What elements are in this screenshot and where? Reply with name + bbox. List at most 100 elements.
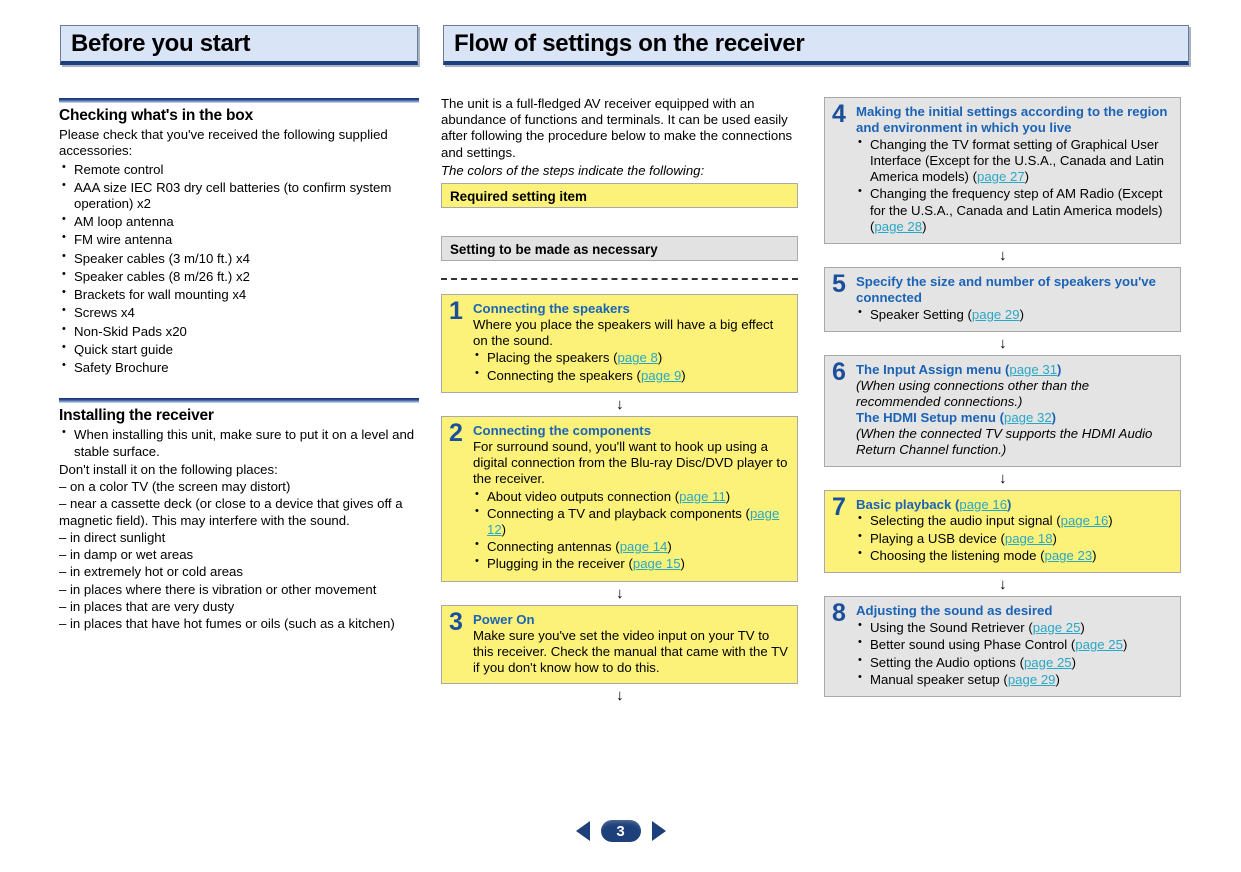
step-note-hdmi-setup: (When the connected TV supports the HDMI…	[856, 426, 1153, 458]
flow-arrow-down-icon: ↓	[998, 247, 1007, 265]
list-item: Remote control	[59, 161, 419, 178]
step-link-list: Selecting the audio input signal (page 1…	[856, 512, 1172, 564]
list-item: Speaker cables (3 m/10 ft.) x4	[59, 250, 419, 267]
list-item-tail: )	[725, 488, 731, 504]
list-item: Selecting the audio input signal (page 1…	[856, 512, 1172, 529]
list-item: AAA size IEC R03 dry cell batteries (to …	[59, 179, 419, 212]
step-number: 6	[832, 358, 846, 387]
list-item: Speaker Setting (page 29)	[856, 306, 1172, 323]
step-number: 7	[832, 492, 846, 521]
page-number-badge: 3	[600, 820, 641, 842]
step-body: Make sure you've set the video input on …	[473, 627, 788, 675]
left-column: Checking what's in the box Please check …	[59, 98, 419, 633]
step-3-power-on: 3 Power On Make sure you've set the vide…	[441, 604, 798, 685]
list-item-tail: )	[501, 521, 507, 537]
step-number: 8	[832, 599, 846, 628]
list-item-tail: )	[1122, 637, 1128, 653]
list-item: Changing the TV format setting of Graphi…	[856, 136, 1172, 186]
list-item-text: Plugging in the receiver (	[487, 556, 633, 572]
step-heading: Connecting the speakers	[473, 301, 630, 317]
list-item: Better sound using Phase Control (page 2…	[856, 636, 1172, 653]
page-link[interactable]: page 23	[1044, 547, 1093, 563]
list-item: Connecting the speakers (page 9)	[473, 367, 789, 384]
step-heading-input-assign: The Input Assign menu (page 31)	[856, 362, 1172, 378]
list-item: – in places that are very dusty	[59, 598, 235, 614]
list-item: – on a color TV (the screen may distort)	[59, 479, 291, 495]
page-link[interactable]: page 12	[487, 505, 780, 537]
step-number: 2	[449, 418, 463, 447]
page-link[interactable]: page 29	[1007, 671, 1056, 687]
step-heading: Adjusting the sound as desired	[856, 603, 1053, 619]
list-item-tail: )	[1092, 547, 1097, 563]
triangle-left-icon[interactable]	[575, 821, 590, 841]
legend-required-label: Required setting item	[450, 189, 587, 205]
page-link[interactable]: page 8	[617, 350, 658, 366]
list-item: – in places where there is vibration or …	[59, 581, 377, 597]
list-item: Screws x4	[59, 304, 419, 321]
legend-optional-setting: Setting to be made as necessary	[441, 236, 798, 262]
page-link[interactable]: page 32	[1004, 410, 1052, 426]
section-rule	[59, 98, 419, 103]
list-item: – in damp or wet areas	[59, 547, 194, 563]
step-2-connecting-components: 2 Connecting the components For surround…	[441, 415, 798, 582]
step-1-connecting-speakers: 1 Connecting the speakers Where you plac…	[441, 294, 798, 393]
page-link[interactable]: page 27	[977, 169, 1025, 185]
page-link[interactable]: page 16	[959, 496, 1008, 512]
page-link[interactable]: page 25	[1023, 654, 1072, 670]
list-item: Placing the speakers (page 8)	[473, 349, 789, 366]
list-item: Brackets for wall mounting x4	[59, 286, 419, 303]
list-item: Choosing the listening mode (page 23)	[856, 547, 1172, 564]
step-8-adjusting-sound: 8 Adjusting the sound as desired Using t…	[824, 596, 1181, 697]
page-link[interactable]: page 31	[1009, 362, 1058, 378]
installing-intro: Don't install it on the following places…	[59, 461, 278, 477]
step-number: 4	[832, 100, 846, 128]
flow-arrow-down-icon: ↓	[615, 395, 624, 413]
page-link[interactable]: page 18	[1004, 530, 1053, 546]
page-link[interactable]: page 14	[619, 539, 668, 555]
step-link-list: Changing the TV format setting of Graphi…	[856, 136, 1172, 235]
page-link[interactable]: page 9	[640, 367, 682, 383]
step-heading: Making the initial settings according to…	[856, 104, 1168, 135]
list-item: Setting the Audio options (page 25)	[856, 653, 1172, 671]
list-item: Plugging in the receiver (page 15)	[473, 555, 789, 572]
page-link[interactable]: page 11	[679, 488, 726, 504]
list-item-text: About video outputs connection (	[487, 488, 680, 504]
section-rule	[59, 398, 419, 404]
list-item-tail: )	[1024, 169, 1030, 185]
banner-title-left: Before you start	[71, 29, 251, 57]
list-item-text: Playing a USB device (	[870, 530, 1005, 546]
page-link[interactable]: page 15	[632, 556, 681, 572]
step-4-initial-settings: 4 Making the initial settings according …	[824, 97, 1181, 245]
step-heading: Specify the size and number of speakers …	[856, 274, 1156, 305]
list-item-tail: )	[1055, 671, 1060, 687]
page-link[interactable]: page 29	[971, 306, 1020, 322]
list-item-tail: )	[681, 367, 686, 383]
list-item-text: Placing the speakers (	[487, 350, 618, 366]
flow-legend-caption: The colors of the steps indicate the fol…	[441, 162, 705, 178]
list-item: Non-Skid Pads x20	[59, 323, 419, 340]
list-item: – in extremely hot or cold areas	[59, 564, 243, 580]
list-item-text: Changing the TV format setting of Graphi…	[870, 136, 1164, 185]
list-item-tail: )	[1052, 530, 1057, 546]
list-item-tail: )	[667, 539, 672, 555]
list-item: AM loop antenna	[59, 213, 419, 230]
list-item: Connecting a TV and playback components …	[473, 505, 789, 538]
step-body: Where you place the speakers will have a…	[473, 317, 774, 349]
checking-box-intro: Please check that you've received the fo…	[59, 127, 388, 159]
flow-arrow-down-icon: ↓	[615, 584, 624, 602]
list-item-tail: )	[1019, 306, 1024, 322]
page-link[interactable]: page 25	[1032, 620, 1081, 636]
step-7-basic-playback: 7 Basic playback (page 16) Selecting the…	[824, 489, 1181, 574]
list-item: Using the Sound Retriever (page 25)	[856, 619, 1172, 636]
list-item-text: Choosing the listening mode (	[870, 547, 1045, 563]
list-item-tail: )	[657, 350, 663, 366]
heading-text: Basic playback (	[856, 496, 960, 512]
page-link[interactable]: page 16	[1060, 513, 1109, 529]
list-item: Playing a USB device (page 18)	[856, 530, 1172, 547]
list-item-text: Connecting the speakers (	[487, 367, 641, 383]
page-link[interactable]: page 28	[874, 218, 923, 234]
installing-dash-list: – on a color TV (the screen may distort)…	[59, 479, 419, 632]
page-link[interactable]: page 25	[1075, 637, 1123, 653]
list-item-text: Setting the Audio options (	[870, 654, 1024, 670]
triangle-right-icon[interactable]	[651, 821, 666, 841]
